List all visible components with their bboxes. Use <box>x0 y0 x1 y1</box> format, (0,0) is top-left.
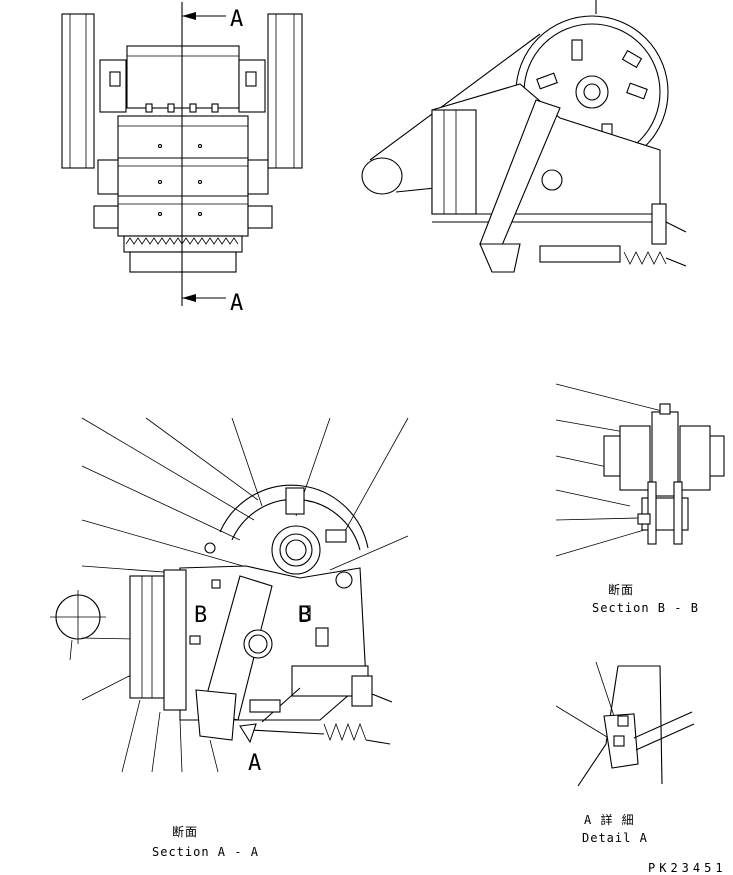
detail-a-arrow-mark: A <box>248 751 261 776</box>
detail-a-view <box>555 661 695 787</box>
detail-a-en-caption: Detail A <box>582 831 648 845</box>
section-mark-bottom: A <box>230 291 243 316</box>
section-aa-view <box>50 417 409 773</box>
side-view <box>361 0 687 273</box>
section-bb-view <box>555 383 725 557</box>
section-aa-en-caption: Section A - A <box>152 845 259 859</box>
section-mark-top: A <box>230 7 243 32</box>
section-bb-en-caption: Section B - B <box>592 601 699 615</box>
section-bb-jp-caption: 断面 <box>608 582 634 597</box>
section-aa-jp-caption: 断面 <box>172 824 198 839</box>
drawing-code: PK23451 <box>648 861 727 875</box>
section-b-right-mark: B <box>298 603 311 628</box>
front-view <box>61 2 303 306</box>
section-b-left-mark: B <box>194 603 207 628</box>
detail-a-jp-caption: A 詳 細 <box>584 812 635 827</box>
